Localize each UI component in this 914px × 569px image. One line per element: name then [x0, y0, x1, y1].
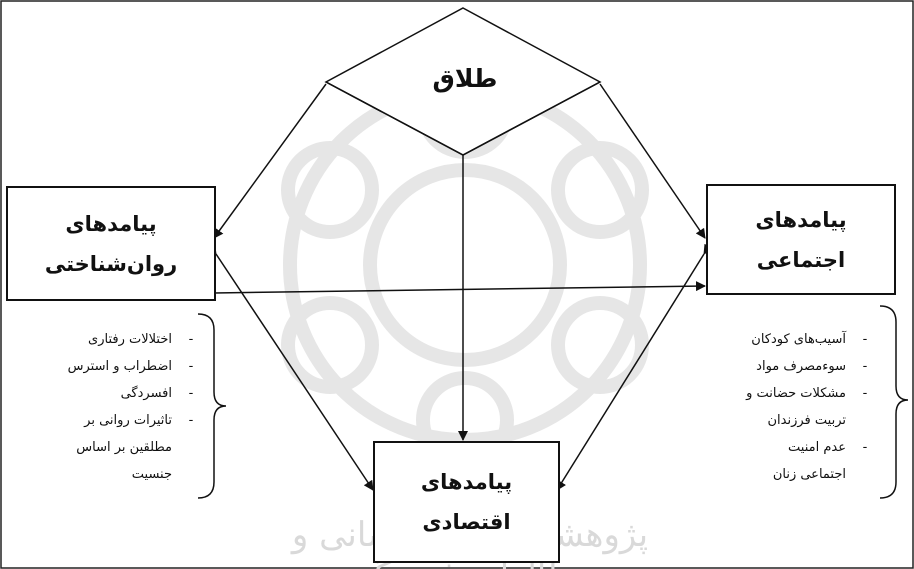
list-item: - آسیب‌های کودکان	[694, 326, 874, 353]
psychological-box-line-1: پیامدهای	[65, 211, 157, 236]
list-item-text: عدم امنیت	[788, 440, 846, 455]
list-dash: -	[188, 332, 194, 347]
list-dash: -	[188, 413, 194, 428]
list-item-text: آسیب‌های کودکان	[751, 332, 846, 347]
diamond-edge-left	[325, 81, 464, 156]
list-item: - تاثیرات روانی بر	[10, 407, 200, 434]
list-item: - افسردگی	[10, 380, 200, 407]
psychological-items-list: - اختلالات رفتاری - اضطراب و استرس - افسردگ…	[10, 326, 200, 488]
list-item-text: اختلالات رفتاری	[88, 332, 172, 347]
list-item: تربیت فرزندان	[694, 407, 874, 434]
diamond-edge-right	[462, 81, 601, 156]
list-item: اجتماعی زنان	[694, 461, 874, 488]
divorce-label: طلاق	[432, 64, 498, 93]
list-item: - اختلالات رفتاری	[10, 326, 200, 353]
social-box-line-1: پیامدهای	[755, 207, 847, 232]
list-item-text: مطلقین بر اساس	[76, 440, 172, 455]
economic-box-line-2: اقتصادی	[422, 510, 511, 534]
list-dash: -	[862, 332, 868, 347]
list-item-text: افسردگی	[120, 386, 172, 401]
arrow-to-social	[599, 83, 706, 239]
arrow-social-economic	[556, 243, 714, 491]
list-item-text: اجتماعی زنان	[772, 467, 846, 482]
list-item: - سوءمصرف مواد	[694, 353, 874, 380]
list-item-text: مشکلات حضانت و	[746, 386, 846, 401]
economic-consequences-box: پیامدهای اقتصادی	[373, 441, 560, 563]
list-item-text: جنسیت	[131, 467, 172, 482]
list-dash: -	[188, 359, 194, 374]
list-item-text: تاثیرات روانی بر	[84, 413, 172, 428]
list-dash: -	[188, 386, 194, 401]
social-brace	[879, 305, 909, 499]
arrow-to-psychological	[213, 83, 327, 239]
social-items-list: - آسیب‌های کودکان - سوءمصرف مواد - مشکلات ح…	[694, 326, 874, 488]
psychological-box-line-2: روان‌شناختی	[44, 251, 178, 276]
list-item: - مشکلات حضانت و	[694, 380, 874, 407]
list-item: جنسیت	[10, 461, 200, 488]
list-item: مطلقین بر اساس	[10, 434, 200, 461]
list-item: - عدم امنیت	[694, 434, 874, 461]
list-item-text: تربیت فرزندان	[767, 413, 847, 428]
list-item-text: اضطراب و استرس	[67, 359, 172, 374]
psychological-consequences-box: پیامدهای روان‌شناختی	[6, 186, 216, 301]
psychological-brace	[197, 313, 227, 499]
social-box-line-2: اجتماعی	[756, 247, 846, 272]
social-consequences-box: پیامدهای اجتماعی	[706, 184, 896, 295]
list-dash: -	[862, 359, 868, 374]
list-item-text: سوءمصرف مواد	[756, 359, 846, 374]
list-dash: -	[862, 440, 868, 455]
economic-box-line-1: پیامدهای	[420, 470, 513, 494]
arrow-psych-economic	[206, 243, 374, 491]
list-dash: -	[862, 386, 868, 401]
list-item: - اضطراب و استرس	[10, 353, 200, 380]
